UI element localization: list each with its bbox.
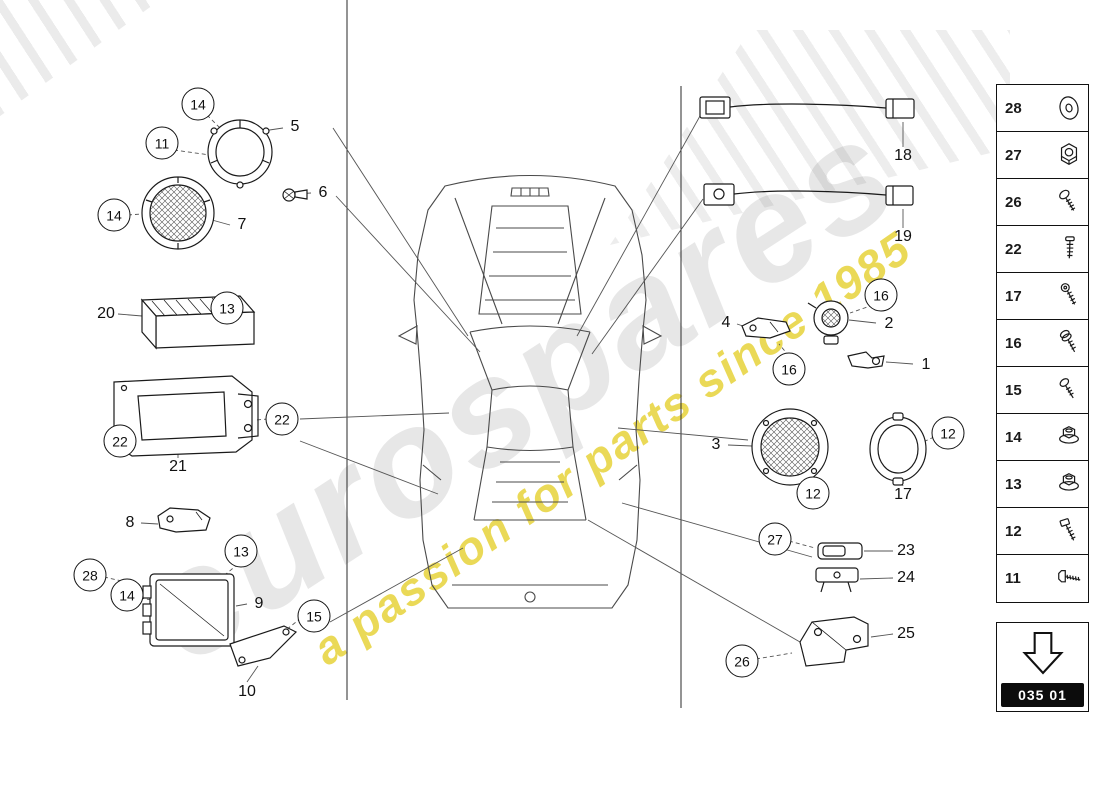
fastener-row-26[interactable]: 26 [997, 179, 1088, 226]
clip-icon-1 [847, 351, 885, 369]
callout-circled[interactable]: 22 [103, 424, 137, 458]
fastener-number: 14 [1005, 428, 1022, 446]
fastener-number: 26 [1005, 193, 1022, 211]
fastener-row-16[interactable]: 16 [997, 320, 1088, 367]
callout-plain[interactable]: 1 [921, 356, 931, 373]
bracket-icon-25 [799, 616, 869, 667]
tapping-screw-icon [1055, 233, 1083, 265]
flange-nut-icon [1055, 468, 1083, 500]
callout-circled[interactable]: 13 [224, 534, 258, 568]
hex-nut-icon [1055, 139, 1083, 171]
flange-nut-icon [1055, 421, 1083, 453]
fastener-row-17[interactable]: 17 [997, 273, 1088, 320]
speaker-bracket-icon [207, 119, 273, 189]
fastener-number: 12 [1005, 522, 1022, 540]
fastener-number: 27 [1005, 146, 1022, 164]
bolt-icon [1055, 515, 1083, 547]
callout-circled[interactable]: 22 [265, 402, 299, 436]
callout-circled[interactable]: 13 [210, 291, 244, 325]
tweeter-icon [807, 300, 849, 345]
module-icon-23 [817, 542, 863, 560]
fastener-number: 17 [1005, 287, 1022, 305]
fastener-number: 15 [1005, 381, 1022, 399]
callout-circled[interactable]: 16 [772, 352, 806, 386]
callout-plain[interactable]: 10 [238, 683, 256, 700]
module-icon-24 [815, 567, 859, 593]
amplifier-bracket-icon [113, 375, 259, 457]
fastener-row-27[interactable]: 27 [997, 132, 1088, 179]
callout-plain[interactable]: 24 [897, 569, 915, 586]
small-bracket-icon [157, 507, 211, 533]
grommet-screw-icon [282, 188, 308, 202]
washer-icon [1055, 92, 1083, 124]
callout-plain[interactable]: 3 [711, 436, 721, 453]
callout-plain[interactable]: 25 [897, 625, 915, 642]
callout-plain[interactable]: 23 [897, 542, 915, 559]
callout-circled[interactable]: 26 [725, 644, 759, 678]
callout-circled[interactable]: 12 [796, 476, 830, 510]
fastener-number: 13 [1005, 475, 1022, 493]
callout-circled[interactable]: 15 [297, 599, 331, 633]
callout-circled[interactable]: 11 [145, 126, 179, 160]
fastener-number: 28 [1005, 99, 1022, 117]
fastener-row-15[interactable]: 15 [997, 367, 1088, 414]
callout-circled[interactable]: 27 [758, 522, 792, 556]
callout-plain[interactable]: 7 [237, 216, 247, 233]
callout-plain[interactable]: 4 [721, 314, 731, 331]
cable-icon-19 [703, 183, 914, 206]
car-top-view [397, 174, 663, 609]
control-unit-icon [142, 573, 235, 647]
diagram-code: 035 01 [1001, 683, 1084, 707]
callout-plain[interactable]: 9 [254, 595, 264, 612]
callout-plain[interactable]: 18 [894, 147, 912, 164]
clip-icon-4 [741, 317, 791, 339]
screw-icon [1055, 186, 1083, 218]
callout-circled[interactable]: 14 [181, 87, 215, 121]
fastener-row-28[interactable]: 28 [997, 85, 1088, 132]
down-arrow-icon [1001, 628, 1085, 683]
cable-icon-18 [699, 96, 915, 119]
fastener-row-22[interactable]: 22 [997, 226, 1088, 273]
fastener-number: 22 [1005, 240, 1022, 258]
callout-circled[interactable]: 28 [73, 558, 107, 592]
fastener-row-13[interactable]: 13 [997, 461, 1088, 508]
callout-plain[interactable]: 8 [125, 514, 135, 531]
fastener-number: 16 [1005, 334, 1022, 352]
callout-circled[interactable]: 12 [931, 416, 965, 450]
fastener-row-14[interactable]: 14 [997, 414, 1088, 461]
diagram-nav-box[interactable]: 035 01 [996, 622, 1089, 712]
callout-plain[interactable]: 17 [894, 486, 912, 503]
fastener-number: 11 [1005, 570, 1021, 587]
screw-icon [1055, 374, 1083, 406]
door-speaker-icon [141, 176, 215, 250]
callout-circled[interactable]: 16 [864, 278, 898, 312]
callout-plain[interactable]: 21 [169, 458, 187, 475]
callout-plain[interactable]: 19 [894, 228, 912, 245]
bracket-icon-10 [229, 625, 298, 667]
screw-washer-icon [1055, 327, 1083, 359]
speaker-ring-icon [869, 412, 927, 486]
callout-plain[interactable]: 5 [290, 118, 300, 135]
callout-circled[interactable]: 14 [110, 578, 144, 612]
screw-icon [1055, 280, 1083, 312]
callout-circled[interactable]: 14 [97, 198, 131, 232]
rear-speaker-icon [751, 408, 829, 486]
callout-plain[interactable]: 2 [884, 315, 894, 332]
fastener-sidebar: 28 27 26 22 17 [996, 84, 1089, 603]
fastener-row-11[interactable]: 11 [997, 555, 1088, 602]
separator-lines [346, 0, 682, 708]
callout-plain[interactable]: 6 [318, 184, 328, 201]
callout-plain[interactable]: 20 [97, 305, 115, 322]
hex-bolt-icon [1055, 563, 1083, 595]
fastener-row-12[interactable]: 12 [997, 508, 1088, 555]
